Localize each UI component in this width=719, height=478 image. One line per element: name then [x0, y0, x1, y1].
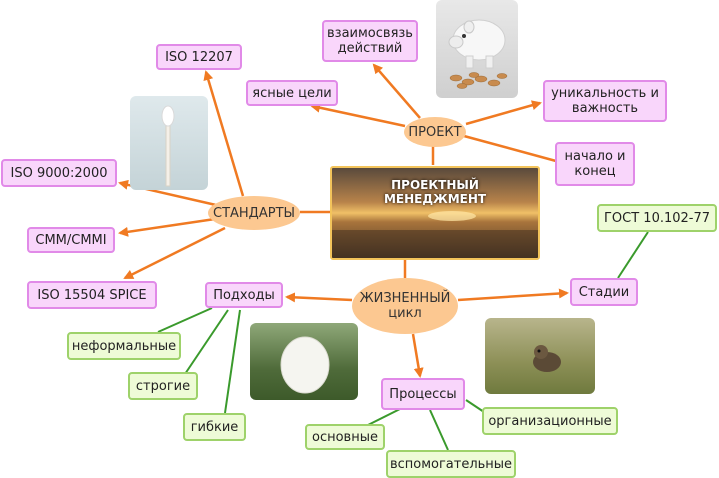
- edge-project-interrelation: [372, 63, 421, 119]
- lifecycle-hub[interactable]: ЖИЗНЕННЫЙ цикл: [352, 278, 458, 334]
- cmm-cmmi-label: CMM/CMMI: [35, 232, 107, 248]
- cotton-swab-photo: [130, 96, 208, 190]
- start-end-line2: конец: [574, 164, 616, 179]
- strict-label: строгие: [135, 378, 191, 394]
- processes-node[interactable]: Процессы: [381, 378, 465, 410]
- edge-project-clear-goals: [310, 102, 406, 128]
- iso15504-label: ISO 15504 SPICE: [37, 287, 147, 303]
- edge-stages-gost: [617, 231, 649, 279]
- approaches-label: Подходы: [213, 287, 275, 303]
- center-title-line1: ПРОЕКТНЫЙ: [391, 178, 479, 192]
- organizational-processes-node[interactable]: организационные: [482, 407, 618, 435]
- edge-standards-cmm: [118, 217, 216, 237]
- flexible-node[interactable]: гибкие: [183, 413, 246, 441]
- gost-node[interactable]: ГОСТ 10.102-77: [597, 204, 717, 232]
- basic-processes-label: основные: [312, 429, 378, 445]
- lifecycle-hub-label-line2: цикл: [388, 306, 422, 321]
- sunset-photo: ПРОЕКТНЫЙ МЕНЕДЖМЕНТ: [330, 166, 540, 260]
- basic-processes-node[interactable]: основные: [305, 424, 385, 450]
- standards-hub-label: СТАНДАРТЫ: [213, 205, 295, 221]
- cotton-swab-icon: [161, 105, 175, 187]
- processes-label: Процессы: [389, 386, 457, 402]
- lifecycle-hub-label-line1: ЖИЗНЕННЫЙ: [359, 291, 451, 306]
- gost-label: ГОСТ 10.102-77: [603, 210, 711, 226]
- bird-photo: [485, 318, 595, 394]
- strict-node[interactable]: строгие: [128, 372, 198, 400]
- edge-lifecycle-stages: [457, 288, 569, 302]
- egg-photo: [250, 323, 358, 400]
- edge-lifecycle-approaches: [285, 292, 353, 303]
- bird-icon: [533, 345, 561, 372]
- iso12207-label: ISO 12207: [165, 49, 233, 65]
- center-title-line2: МЕНЕДЖМЕНТ: [383, 192, 487, 206]
- uniqueness-node[interactable]: уникальность и важность: [543, 80, 667, 122]
- edge-project-uniqueness: [465, 100, 542, 126]
- edge-standards-iso12207: [203, 70, 245, 197]
- informal-node[interactable]: неформальные: [67, 332, 181, 360]
- uniqueness-line1: уникальность и: [551, 86, 659, 101]
- edge-lifecycle-processes: [411, 333, 424, 378]
- auxiliary-processes-label: вспомогательные: [389, 456, 513, 472]
- edge-approaches-strict: [184, 309, 229, 375]
- approaches-node[interactable]: Подходы: [205, 282, 283, 308]
- standards-hub[interactable]: СТАНДАРТЫ: [208, 196, 300, 230]
- informal-label: неформальные: [71, 338, 177, 354]
- edge-processes-organizational: [465, 399, 485, 413]
- edge-approaches-flexible: [224, 309, 241, 414]
- project-hub-label: ПРОЕКТ: [408, 124, 462, 140]
- egg-icon: [280, 336, 330, 394]
- piggy-bank-photo: [436, 0, 518, 98]
- edge-project-start-end: [463, 134, 557, 163]
- clear-goals-node[interactable]: ясные цели: [246, 80, 338, 106]
- piggy-bank-icon: [448, 19, 508, 89]
- iso15504-node[interactable]: ISO 15504 SPICE: [27, 281, 157, 309]
- start-end-line1: начало и: [564, 149, 626, 164]
- start-end-node[interactable]: начало и конец: [555, 142, 635, 186]
- edge-approaches-informal: [157, 307, 213, 333]
- organizational-processes-label: организационные: [488, 413, 612, 429]
- clear-goals-label: ясные цели: [252, 85, 332, 101]
- edge-processes-auxiliary: [429, 409, 449, 451]
- iso9000-label: ISO 9000:2000: [10, 165, 108, 181]
- sunset-scene-icon: [332, 211, 538, 258]
- flexible-label: гибкие: [190, 419, 239, 435]
- project-hub[interactable]: ПРОЕКТ: [404, 117, 466, 147]
- auxiliary-processes-node[interactable]: вспомогательные: [386, 450, 516, 478]
- uniqueness-line2: важность: [571, 101, 639, 116]
- cmm-cmmi-node[interactable]: CMM/CMMI: [27, 227, 115, 253]
- iso12207-node[interactable]: ISO 12207: [156, 44, 242, 70]
- iso9000-node[interactable]: ISO 9000:2000: [1, 159, 117, 187]
- interrelation-node[interactable]: взаимосвязь действий: [322, 20, 418, 62]
- interrelation-line2: действий: [337, 41, 403, 56]
- stages-label: Стадии: [578, 284, 630, 300]
- interrelation-line1: взаимосвязь: [327, 26, 413, 41]
- edge-standards-iso15504: [123, 226, 226, 280]
- stages-node[interactable]: Стадии: [570, 278, 638, 306]
